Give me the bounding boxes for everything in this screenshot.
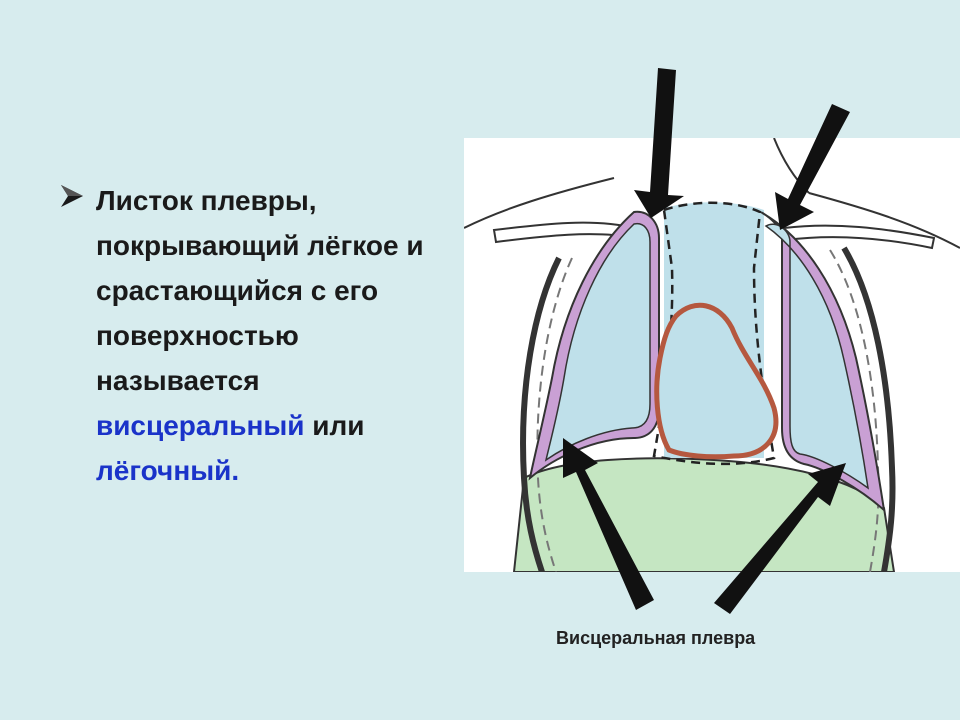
- chest-wall-left: [520, 256, 562, 572]
- clavicle-right: [782, 224, 936, 250]
- right-lung: [764, 223, 870, 490]
- neck-outline: [773, 138, 810, 194]
- bullet-connector: или: [312, 410, 365, 441]
- diagram-svg: [464, 138, 960, 572]
- chest-wall-right-inner: [829, 249, 880, 572]
- chest-wall-right: [841, 246, 896, 572]
- term-visceral: висцеральный: [96, 410, 305, 441]
- heart: [654, 302, 779, 460]
- figure-caption: Висцеральная плевра: [556, 628, 756, 648]
- bullet-text: Листок плевры, покрывающий лёгкое и срас…: [96, 178, 456, 493]
- pleura-diagram: [464, 138, 960, 572]
- bullet-main-text: Листок плевры, покрывающий лёгкое и срас…: [96, 185, 424, 396]
- term-pulmonary: лёгочный.: [96, 455, 240, 486]
- shoulder-left-outline: [464, 177, 615, 229]
- arrowhead-bullet-icon: [61, 185, 83, 207]
- left-lung: [544, 222, 651, 462]
